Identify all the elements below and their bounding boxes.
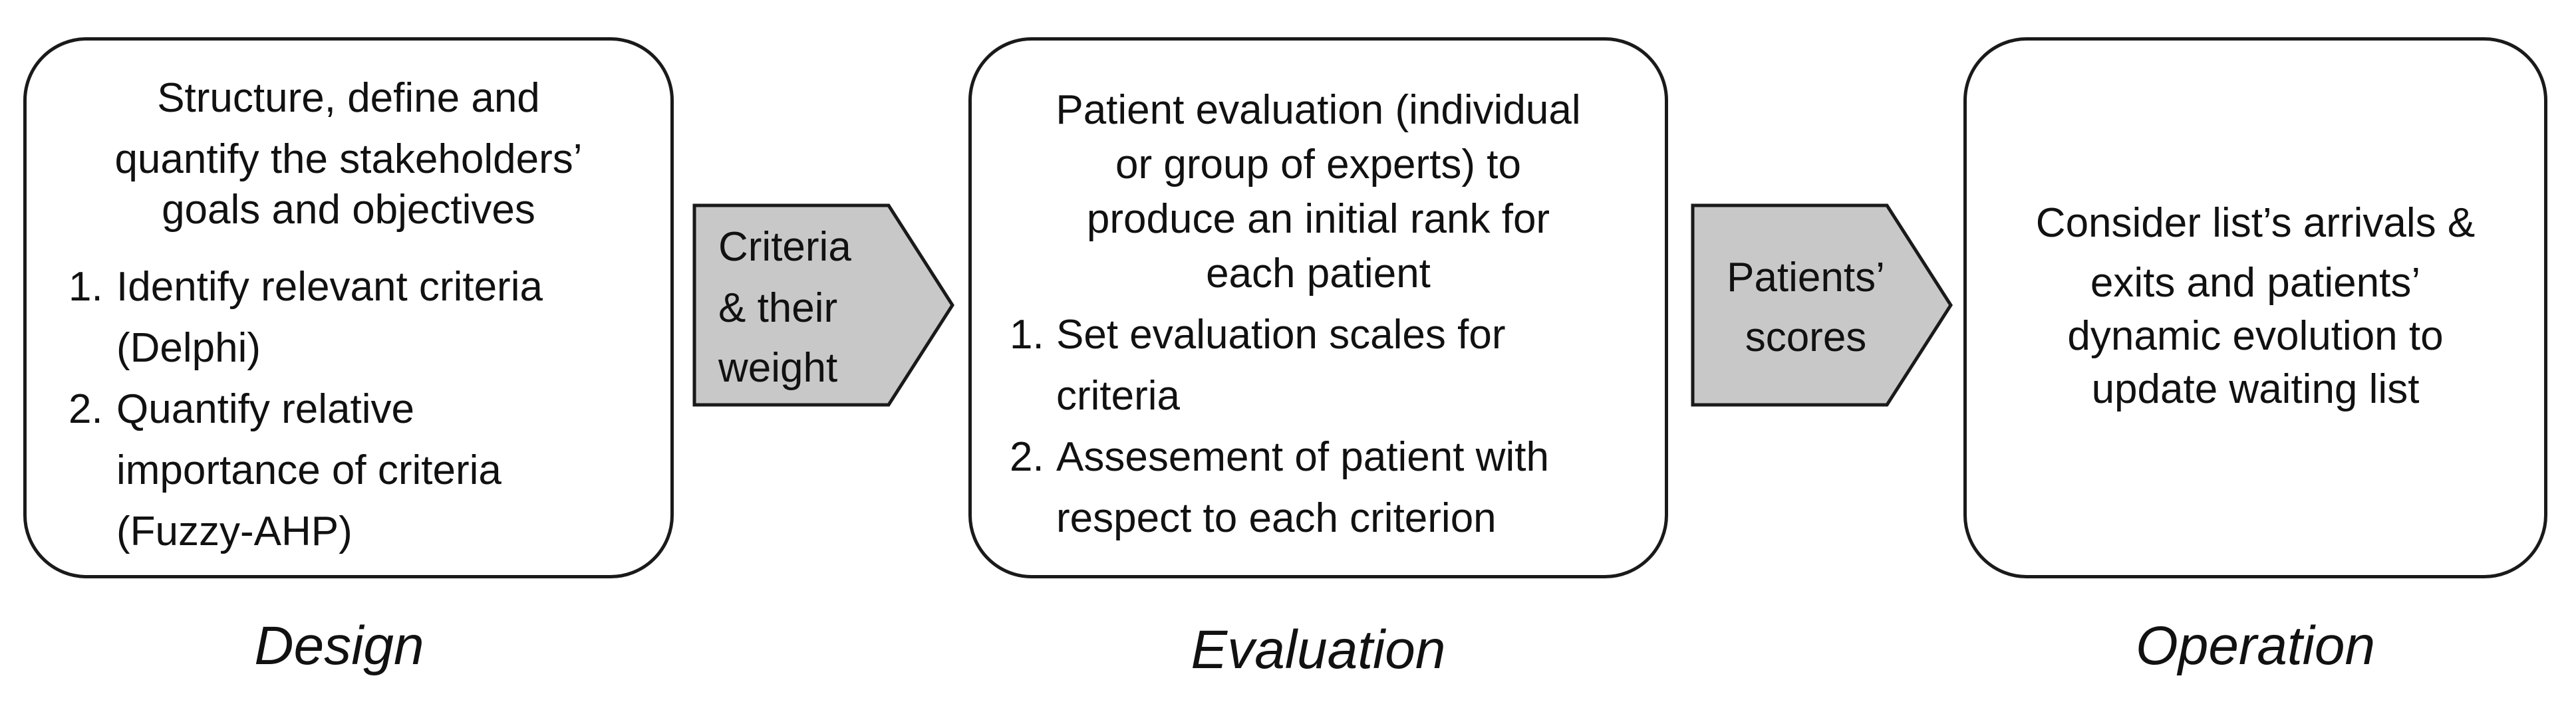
design-item-1-number: 1. bbox=[69, 264, 103, 310]
design-item-2-line-1: Quantify relative bbox=[116, 386, 414, 432]
evaluation-intro-line-3: produce an initial rank for bbox=[1086, 196, 1550, 242]
scores-arrow-polygon bbox=[1691, 203, 1953, 407]
design-label: Design bbox=[254, 616, 424, 676]
design-item-1-line-2: (Delphi) bbox=[116, 325, 261, 371]
design-box bbox=[23, 37, 674, 578]
evaluation-intro-line-2: or group of experts) to bbox=[1115, 142, 1521, 187]
evaluation-intro-line-1: Patient evaluation (individual bbox=[1056, 87, 1581, 133]
criteria-arrow-line-3: weight bbox=[718, 345, 838, 391]
design-intro-line-3: goals and objectives bbox=[162, 187, 535, 233]
criteria-arrow-polygon bbox=[692, 203, 954, 407]
evaluation-item-2-number: 2. bbox=[1010, 434, 1044, 480]
scores-arrow-line-2: scores bbox=[1745, 314, 1867, 360]
scores-arrow-shape bbox=[1691, 203, 1953, 407]
evaluation-item-1-line-2: criteria bbox=[1056, 373, 1181, 419]
design-item-2-line-3: (Fuzzy-AHP) bbox=[116, 509, 353, 554]
evaluation-item-1-line-1: Set evaluation scales for bbox=[1056, 312, 1506, 358]
design-intro-line-2: quantify the stakeholders’ bbox=[114, 136, 583, 182]
design-item-1-line-1: Identify relevant criteria bbox=[116, 264, 543, 310]
operation-line-4: update waiting list bbox=[2091, 366, 2420, 412]
design-intro-line-1: Structure, define and bbox=[157, 75, 540, 121]
design-item-2-number: 2. bbox=[69, 386, 103, 432]
operation-box bbox=[1963, 37, 2547, 578]
operation-line-2: exits and patients’ bbox=[2090, 260, 2421, 306]
scores-arrow-line-1: Patients’ bbox=[1727, 255, 1885, 300]
evaluation-label: Evaluation bbox=[1191, 620, 1446, 680]
operation-label: Operation bbox=[2135, 616, 2376, 676]
evaluation-item-1-number: 1. bbox=[1010, 312, 1044, 358]
criteria-arrow-line-1: Criteria bbox=[718, 224, 851, 270]
operation-line-3: dynamic evolution to bbox=[2067, 313, 2444, 359]
evaluation-intro-line-4: each patient bbox=[1206, 251, 1431, 296]
criteria-arrow-line-2: & their bbox=[718, 285, 838, 331]
evaluation-item-2-line-2: respect to each criterion bbox=[1056, 495, 1497, 541]
evaluation-item-2-line-1: Assesement of patient with bbox=[1056, 434, 1549, 480]
evaluation-box bbox=[968, 37, 1668, 578]
operation-line-1: Consider list’s arrivals & bbox=[2035, 200, 2476, 246]
design-item-2-line-2: importance of criteria bbox=[116, 447, 501, 493]
criteria-arrow-shape bbox=[692, 203, 954, 407]
